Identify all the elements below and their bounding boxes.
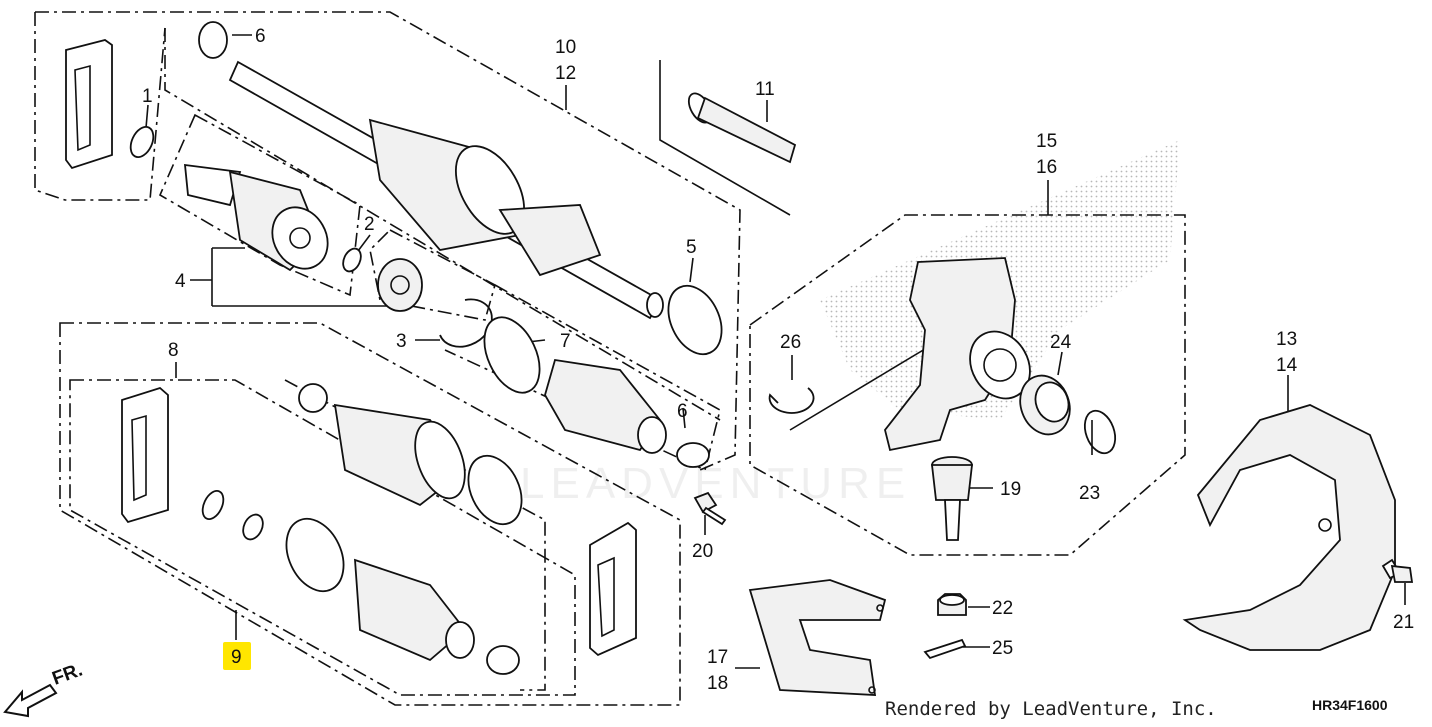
callout-22[interactable]: 22 <box>992 598 1013 619</box>
callout-10[interactable]: 10 <box>555 37 576 58</box>
boot-clamp-icon <box>285 517 345 593</box>
callout-16[interactable]: 16 <box>1036 157 1057 178</box>
wheel-bearing-icon <box>1019 374 1071 436</box>
circlip-1-icon <box>129 125 155 159</box>
boot-clamp-icon <box>198 21 228 59</box>
drawing-code: HR34F1600 <box>1312 697 1388 713</box>
group-outline-knuckle <box>749 214 1186 556</box>
bolt-20-icon <box>693 491 727 526</box>
screw-21-icon <box>1381 558 1414 583</box>
callout-18[interactable]: 18 <box>707 673 728 694</box>
castle-nut-icon <box>937 593 967 616</box>
bearing-cage-icon <box>377 258 423 312</box>
callout-4[interactable]: 4 <box>175 271 186 292</box>
cv-boot-icon <box>333 403 467 507</box>
callout-25[interactable]: 25 <box>992 638 1013 659</box>
callout-23[interactable]: 23 <box>1079 483 1100 504</box>
footer-credit: Rendered by LeadVenture, Inc. <box>885 698 1217 720</box>
callout-6b[interactable]: 6 <box>677 401 688 422</box>
callout-12[interactable]: 12 <box>555 63 576 84</box>
callout-14[interactable]: 14 <box>1276 355 1298 376</box>
callout-9-highlight <box>223 642 251 670</box>
boot-clamp-icon <box>467 454 523 526</box>
stub-shaft-icon <box>687 92 797 164</box>
snap-ring-23-icon <box>1083 409 1117 455</box>
callout-7[interactable]: 7 <box>560 331 571 352</box>
callout-2[interactable]: 2 <box>364 214 375 235</box>
grease-packet-icon <box>121 386 169 524</box>
circlip-icon <box>201 489 225 521</box>
boot-clamp-icon <box>298 383 328 413</box>
group-outline-inner-race <box>369 229 496 321</box>
grease-packet-icon <box>589 521 637 657</box>
steering-knuckle-icon <box>884 257 1031 452</box>
callout-11[interactable]: 11 <box>755 79 775 100</box>
group-outline-grease-pack <box>34 12 166 201</box>
callout-24[interactable]: 24 <box>1050 332 1072 353</box>
snap-ring-26-icon <box>768 387 815 414</box>
callout-5[interactable]: 5 <box>686 237 697 258</box>
boot-clamp-icon <box>667 284 723 356</box>
callout-6[interactable]: 6 <box>255 26 266 47</box>
callout-21[interactable]: 21 <box>1393 612 1414 633</box>
callout-1[interactable]: 1 <box>142 86 153 107</box>
group-outline-outer-joint <box>158 113 361 297</box>
grease-packet-icon <box>65 39 113 170</box>
cv-boot-icon <box>354 558 475 662</box>
callout-8[interactable]: 8 <box>168 340 179 361</box>
ball-joint-icon <box>930 456 974 541</box>
cv-boot-icon <box>544 358 667 454</box>
boot-clamp-icon <box>486 645 520 675</box>
circlip-icon <box>242 513 264 541</box>
callout-9[interactable]: 9 <box>231 647 242 668</box>
callout-26[interactable]: 26 <box>780 332 801 353</box>
group-outline-shaft-inner <box>164 28 721 421</box>
front-direction-label: FR. <box>50 659 86 689</box>
boot-clamp-icon <box>483 316 541 394</box>
cotter-pin-icon <box>923 638 967 660</box>
callout-19[interactable]: 19 <box>1000 479 1021 500</box>
callout-3[interactable]: 3 <box>396 331 407 352</box>
front-direction-arrow-icon <box>3 683 58 718</box>
callout-20[interactable]: 20 <box>692 541 713 562</box>
callout-17[interactable]: 17 <box>707 647 728 668</box>
drive-shaft-icon <box>228 60 664 320</box>
circlip-2-icon <box>342 247 362 273</box>
brake-shield-icon <box>1182 404 1396 651</box>
outer-joint-icon <box>183 163 329 272</box>
callout-13[interactable]: 13 <box>1276 329 1297 350</box>
knuckle-guard-icon <box>748 579 887 696</box>
group-outline-boot-kit <box>69 379 576 696</box>
callout-15[interactable]: 15 <box>1036 131 1057 152</box>
watermark-text: LEADVENTURE <box>520 459 911 508</box>
boot-clamp-icon <box>676 442 710 468</box>
group-outline-shaft-assy <box>35 11 741 471</box>
